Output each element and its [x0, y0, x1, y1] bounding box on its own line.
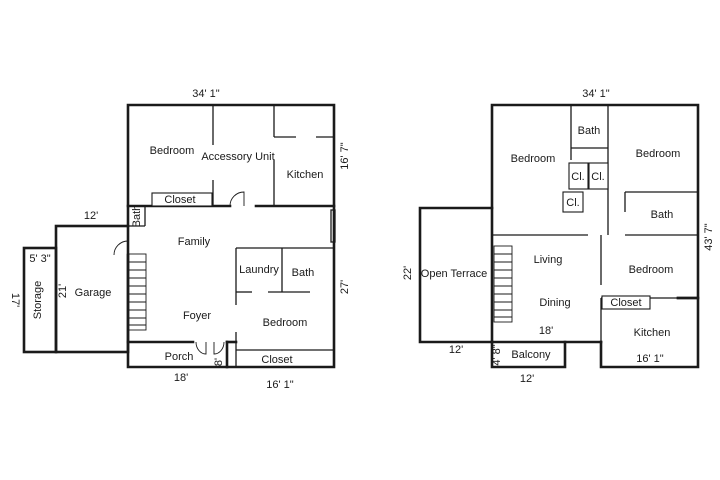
ff-label-porch: Porch: [165, 351, 194, 363]
ff-label-bath-small: Bath: [131, 205, 143, 228]
sf-label-closet: Closet: [610, 297, 641, 309]
sf-dim-terrace-width: 12': [449, 344, 463, 356]
ff-dim-porch-depth: 8': [213, 358, 225, 366]
sf-label-closet-1: Cl.: [571, 171, 584, 183]
ff-label-storage: Storage: [32, 281, 44, 320]
ff-window-right: [330, 209, 336, 243]
ff-dim-garage-width: 12': [84, 210, 98, 222]
sf-stairs: [493, 245, 513, 323]
ff-dim-storage-width: 5' 3": [29, 253, 50, 265]
ff-dim-bottom-right: 16' 1": [266, 379, 294, 391]
ff-label-bedroom-top: Bedroom: [150, 145, 195, 157]
ff-dim-garage-height: 21': [57, 284, 69, 298]
ff-door-swing-porch-a: [195, 341, 207, 355]
sf-dim-balcony-depth: 4' 8": [491, 344, 503, 365]
sf-closet-box-1: [568, 162, 589, 190]
ff-door-swing-porch-b: [213, 341, 225, 355]
sf-label-open-terrace: Open Terrace: [421, 268, 487, 280]
ff-dim-bottom-left: 18': [174, 372, 188, 384]
sf-label-bedroom-left: Bedroom: [511, 153, 556, 165]
ff-dim-storage-height: 17': [9, 293, 21, 307]
ff-label-accessory-unit: Accessory Unit: [201, 151, 274, 163]
ff-storage-walls: [22, 246, 58, 354]
sf-label-bath-top: Bath: [578, 125, 601, 137]
sf-label-bedroom-mid: Bedroom: [629, 264, 674, 276]
sf-dim-terrace-height: 22': [402, 266, 414, 280]
sf-label-kitchen: Kitchen: [634, 327, 671, 339]
ff-dim-top-width: 34' 1": [192, 88, 220, 100]
sf-label-living: Living: [534, 254, 563, 266]
sf-dim-top-width: 34' 1": [582, 88, 610, 100]
sf-dim-living-width: 18': [539, 325, 553, 337]
ff-door-swing-2: [113, 240, 129, 256]
sf-closet-box: [601, 295, 651, 310]
sf-dim-kitchen-width: 16' 1": [636, 353, 664, 365]
ff-label-family: Family: [178, 236, 211, 248]
sf-label-balcony: Balcony: [511, 349, 551, 361]
sf-label-bath-right: Bath: [651, 209, 674, 221]
sf-dim-balcony-width: 12': [520, 373, 534, 385]
sf-label-closet-3: Cl.: [566, 197, 579, 209]
ff-label-foyer: Foyer: [183, 310, 211, 322]
ff-label-bedroom-bottom: Bedroom: [263, 317, 308, 329]
ff-door-swing-1: [229, 191, 245, 207]
sf-label-bedroom-right: Bedroom: [636, 148, 681, 160]
first-floor-plan: Bedroom Accessory Unit Kitchen Closet Ba…: [9, 88, 351, 391]
ff-label-bath-mid: Bath: [292, 267, 315, 279]
ff-dim-right-upper: 16' 7": [339, 142, 351, 170]
sf-balcony-walls: [490, 340, 567, 369]
sf-dim-right-height: 43' 7": [703, 223, 715, 251]
ff-stairs: [127, 253, 147, 331]
ff-label-closet-top: Closet: [164, 194, 195, 206]
ff-dim-right-lower: 27': [339, 280, 351, 294]
sf-closet-box-3: [562, 191, 584, 213]
sf-exterior-wall: [490, 103, 700, 344]
second-floor-plan: Bath Bedroom Bedroom Cl. Cl. Cl. Bath Li…: [402, 88, 715, 385]
ff-label-closet-bottom: Closet: [261, 354, 292, 366]
sf-label-dining: Dining: [539, 297, 570, 309]
sf-closet-box-2: [588, 162, 609, 190]
ff-closet-top-box: [151, 192, 213, 207]
ff-label-garage: Garage: [75, 287, 112, 299]
ff-label-kitchen: Kitchen: [287, 169, 324, 181]
sf-terrace-walls: [418, 206, 494, 344]
ff-label-laundry: Laundry: [239, 264, 279, 276]
sf-kitchen-walls: [599, 296, 700, 369]
sf-label-closet-2: Cl.: [591, 171, 604, 183]
